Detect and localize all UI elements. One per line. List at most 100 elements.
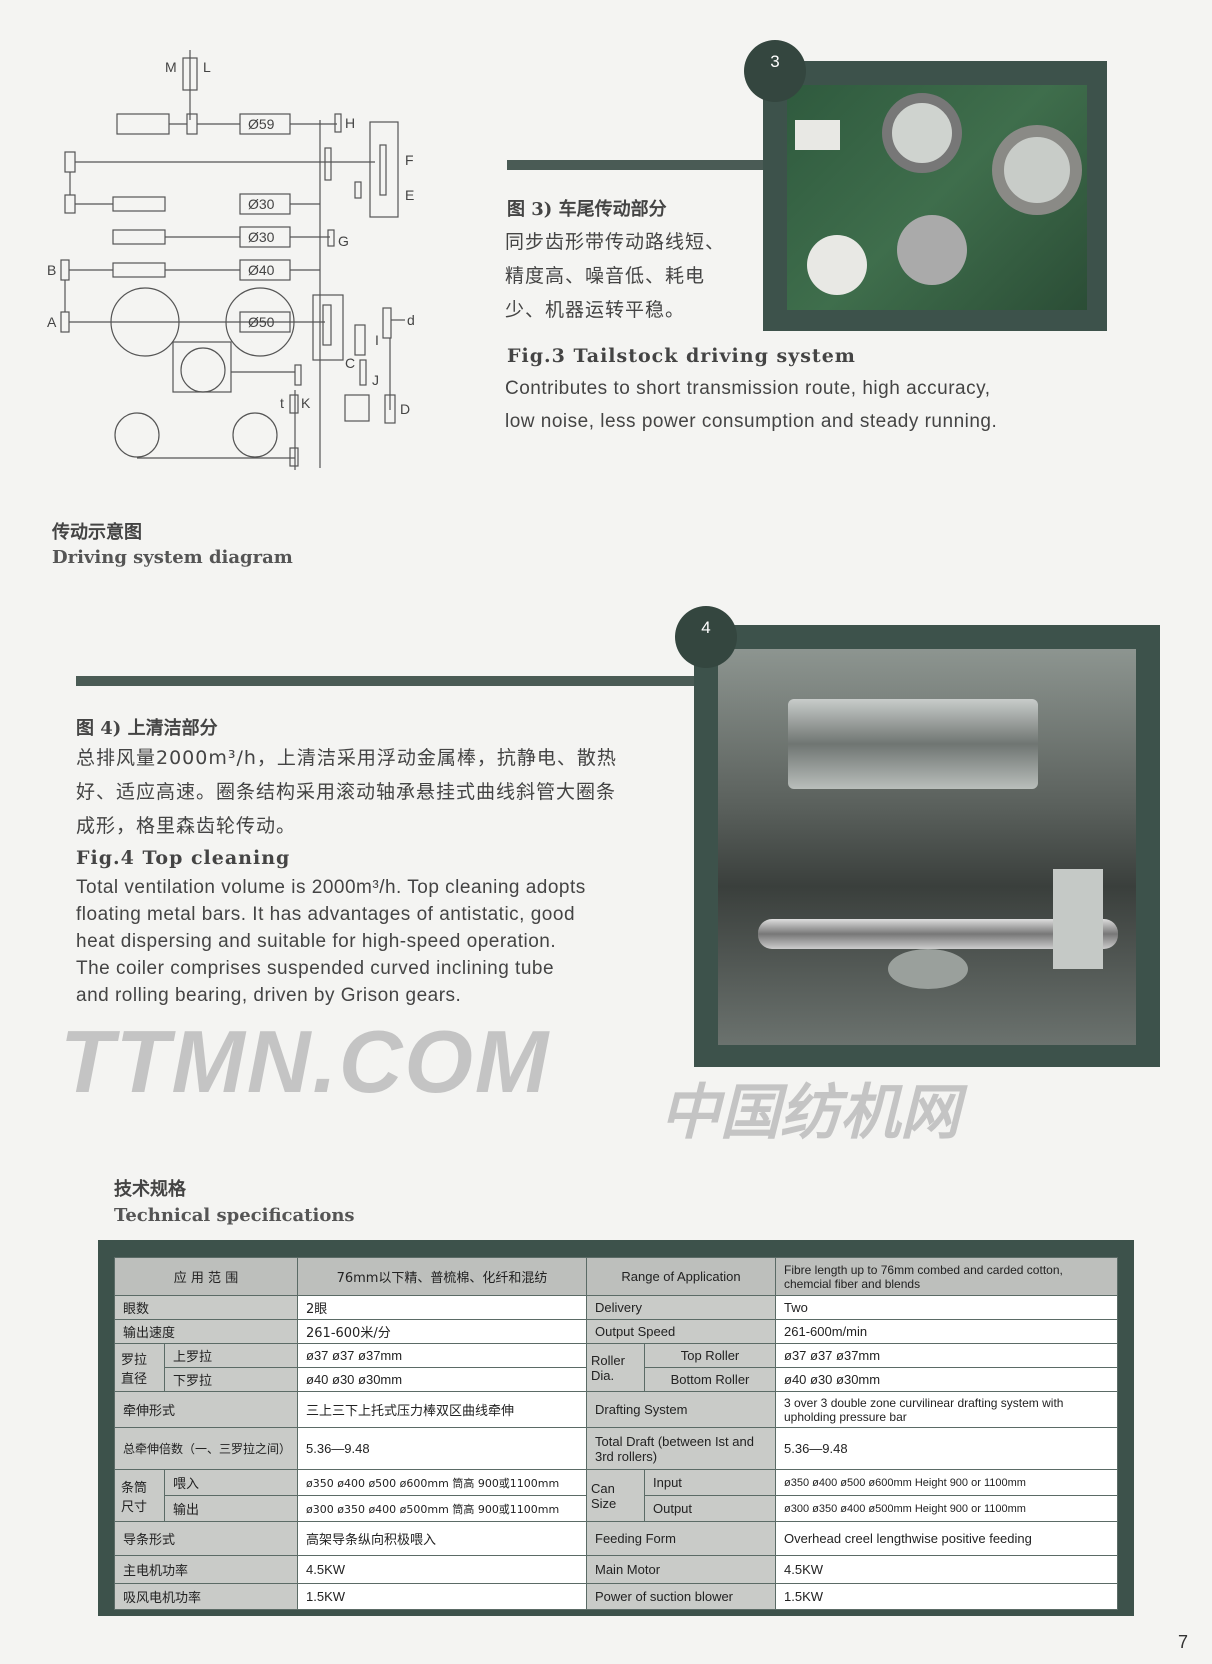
- dim-label: Ø50: [248, 314, 275, 330]
- cell: Input: [644, 1469, 776, 1496]
- label-I: I: [375, 332, 379, 348]
- cell: ø40 ø30 ø30mm: [297, 1367, 587, 1392]
- cell: 下罗拉: [164, 1367, 298, 1392]
- tailstock-photo: [787, 85, 1087, 310]
- fig3-body-cn-line: 少、机器运转平稳。: [505, 299, 686, 321]
- cell: 261-600m/min: [775, 1319, 1118, 1344]
- cell: ø37 ø37 ø37mm: [297, 1343, 587, 1368]
- label-C: C: [345, 355, 355, 371]
- fig4-body-en-line: floating metal bars. It has advantages o…: [76, 904, 576, 925]
- fig3-body-cn-line: 同步齿形带传动路线短、: [505, 231, 726, 253]
- header-cell: Fibre length up to 76mm combed and carde…: [775, 1257, 1118, 1296]
- specs-table: 应 用 范 围 76mm以下精、普梳棉、化纤和混纺 Range of Appli…: [114, 1257, 1118, 1610]
- watermark-text-cn: 中国纺机网: [660, 1078, 960, 1148]
- dim-label: Ø40: [248, 262, 275, 278]
- label-L: L: [203, 59, 211, 75]
- cell: 罗拉直径: [114, 1343, 165, 1392]
- cell: 眼数: [114, 1295, 298, 1320]
- cell: ø40 ø30 ø30mm: [775, 1367, 1118, 1392]
- cell: ø300 ø350 ø400 ø500mm 筒高 900或1100mm: [297, 1495, 587, 1522]
- fig3-photo-frame: [763, 61, 1107, 331]
- cell: Total Draft (between Ist and 3rd rollers…: [586, 1427, 776, 1470]
- cell: ø37 ø37 ø37mm: [775, 1343, 1118, 1368]
- diagram-caption-cn: 传动示意图: [52, 522, 142, 543]
- cell: 导条形式: [114, 1521, 298, 1556]
- fig4-body-en-line: heat dispersing and suitable for high-sp…: [76, 931, 557, 952]
- cell: 1.5KW: [297, 1583, 587, 1610]
- label-d: d: [407, 312, 415, 328]
- fig3-body-en-line: Contributes to short transmission route,…: [505, 378, 991, 399]
- cell: Output: [644, 1495, 776, 1522]
- fig4-title-en: Fig.4 Top cleaning: [76, 847, 291, 869]
- fig3-title-cn: 图 3) 车尾传动部分: [507, 199, 667, 220]
- label-t: t: [280, 395, 284, 411]
- cell: 三上三下上托式压力棒双区曲线牵伸: [297, 1391, 587, 1428]
- label-J: J: [372, 372, 379, 388]
- specs-title-cn: 技术规格: [114, 1179, 186, 1200]
- cell: 总牵伸倍数（一、三罗拉之间）: [114, 1427, 298, 1470]
- fig4-photo-frame: [694, 625, 1160, 1067]
- cell: 高架导条纵向积极喂入: [297, 1521, 587, 1556]
- fig4-body-en-line: and rolling bearing, driven by Grison ge…: [76, 985, 462, 1006]
- cell: ø350 ø400 ø500 ø600mm Height 900 or 1100…: [775, 1469, 1118, 1496]
- page-number: 7: [1178, 1632, 1189, 1652]
- fig4-body-cn-line: 总排风量2000m³/h，上清洁采用浮动金属棒，抗静电、散热: [76, 747, 617, 769]
- cell: 5.36—9.48: [775, 1427, 1118, 1470]
- dim-label: Ø30: [248, 229, 275, 245]
- fig4-badge: 4: [675, 606, 737, 668]
- specs-title-en: Technical specifications: [114, 1205, 355, 1226]
- header-cell: 76mm以下精、普梳棉、化纤和混纺: [297, 1257, 587, 1296]
- cell: 主电机功率: [114, 1555, 298, 1584]
- label-E: E: [405, 187, 414, 203]
- cell: 261-600米/分: [297, 1319, 587, 1344]
- cell: 4.5KW: [297, 1555, 587, 1584]
- fig4-body-cn-line: 好、适应高速。圈条结构采用滚动轴承悬挂式曲线斜管大圈条: [76, 781, 617, 803]
- cell: Bottom Roller: [644, 1367, 776, 1392]
- cell: 1.5KW: [775, 1583, 1118, 1610]
- label-G: G: [338, 233, 349, 249]
- label-A: A: [47, 314, 57, 330]
- cell: 2眼: [297, 1295, 587, 1320]
- header-cell: 应 用 范 围: [114, 1257, 298, 1296]
- fig4-body-en-line: The coiler comprises suspended curved in…: [76, 958, 555, 979]
- label-M: M: [165, 59, 177, 75]
- cell: 5.36—9.48: [297, 1427, 587, 1470]
- cell: 输出: [164, 1495, 298, 1522]
- cell: Power of suction blower: [586, 1583, 776, 1610]
- cell: Delivery: [586, 1295, 776, 1320]
- watermark-text: TTMN.COM: [60, 1012, 551, 1111]
- fig3-badge: 3: [744, 40, 806, 102]
- section-divider: [507, 160, 767, 170]
- fig4-body-en-line: Total ventilation volume is 2000m³/h. To…: [76, 877, 586, 898]
- fig3-body-en-line: low noise, less power consumption and st…: [505, 411, 998, 432]
- label-H: H: [345, 115, 355, 131]
- label-B: B: [47, 262, 56, 278]
- top-cleaning-photo: [718, 649, 1136, 1045]
- cell: 条筒尺寸: [114, 1469, 165, 1522]
- fig4-body-cn-line: 成形，格里森齿轮传动。: [76, 815, 297, 837]
- cell: Top Roller: [644, 1343, 776, 1368]
- cell: 输出速度: [114, 1319, 298, 1344]
- cell: ø300 ø350 ø400 ø500mm Height 900 or 1100…: [775, 1495, 1118, 1522]
- section-divider: [76, 676, 698, 686]
- cell: ø350 ø400 ø500 ø600mm 筒高 900或1100mm: [297, 1469, 587, 1496]
- cell: 牵伸形式: [114, 1391, 298, 1428]
- header-cell: Range of Application: [586, 1257, 776, 1296]
- label-K: K: [301, 395, 311, 411]
- table-header-row: 应 用 范 围 76mm以下精、普梳棉、化纤和混纺 Range of Appli…: [114, 1257, 1118, 1296]
- cell: 喂入: [164, 1469, 298, 1496]
- cell: Can Size: [586, 1469, 645, 1522]
- cell: 上罗拉: [164, 1343, 298, 1368]
- specs-table-frame: 应 用 范 围 76mm以下精、普梳棉、化纤和混纺 Range of Appli…: [98, 1240, 1134, 1616]
- cell: 4.5KW: [775, 1555, 1118, 1584]
- diagram-caption-en: Driving system diagram: [52, 547, 293, 568]
